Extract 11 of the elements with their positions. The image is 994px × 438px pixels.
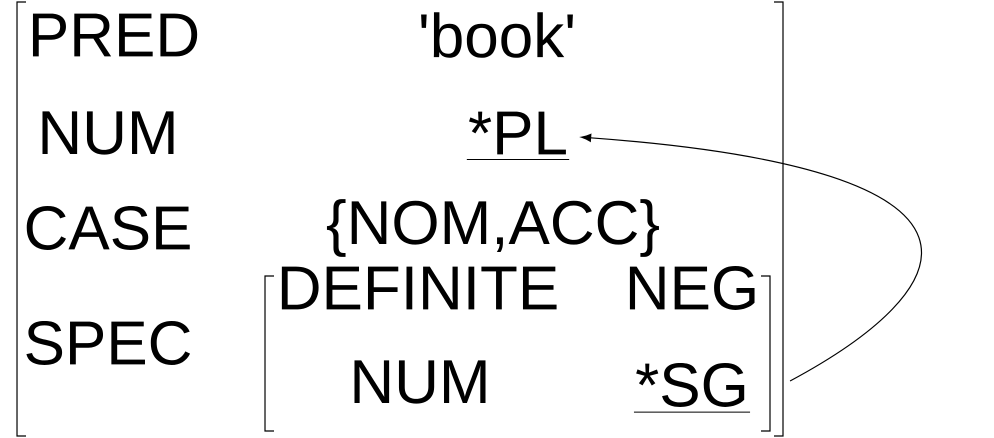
- attribute-label: DEFINITE: [282, 266, 557, 310]
- underlined-value: *SG: [633, 363, 751, 413]
- attribute-label: NUM: [42, 111, 174, 155]
- underlined-value: *PL: [466, 112, 570, 160]
- attribute-label: NUM: [354, 360, 486, 404]
- curved-arrow: [581, 134, 922, 382]
- attribute-label: PRED: [32, 14, 198, 56]
- value-label: NEG: [630, 266, 755, 310]
- attribute-label: CASE: [26, 206, 190, 250]
- attribute-label: SPEC: [26, 321, 190, 365]
- value-label: {NOM,ACC}: [326, 199, 659, 257]
